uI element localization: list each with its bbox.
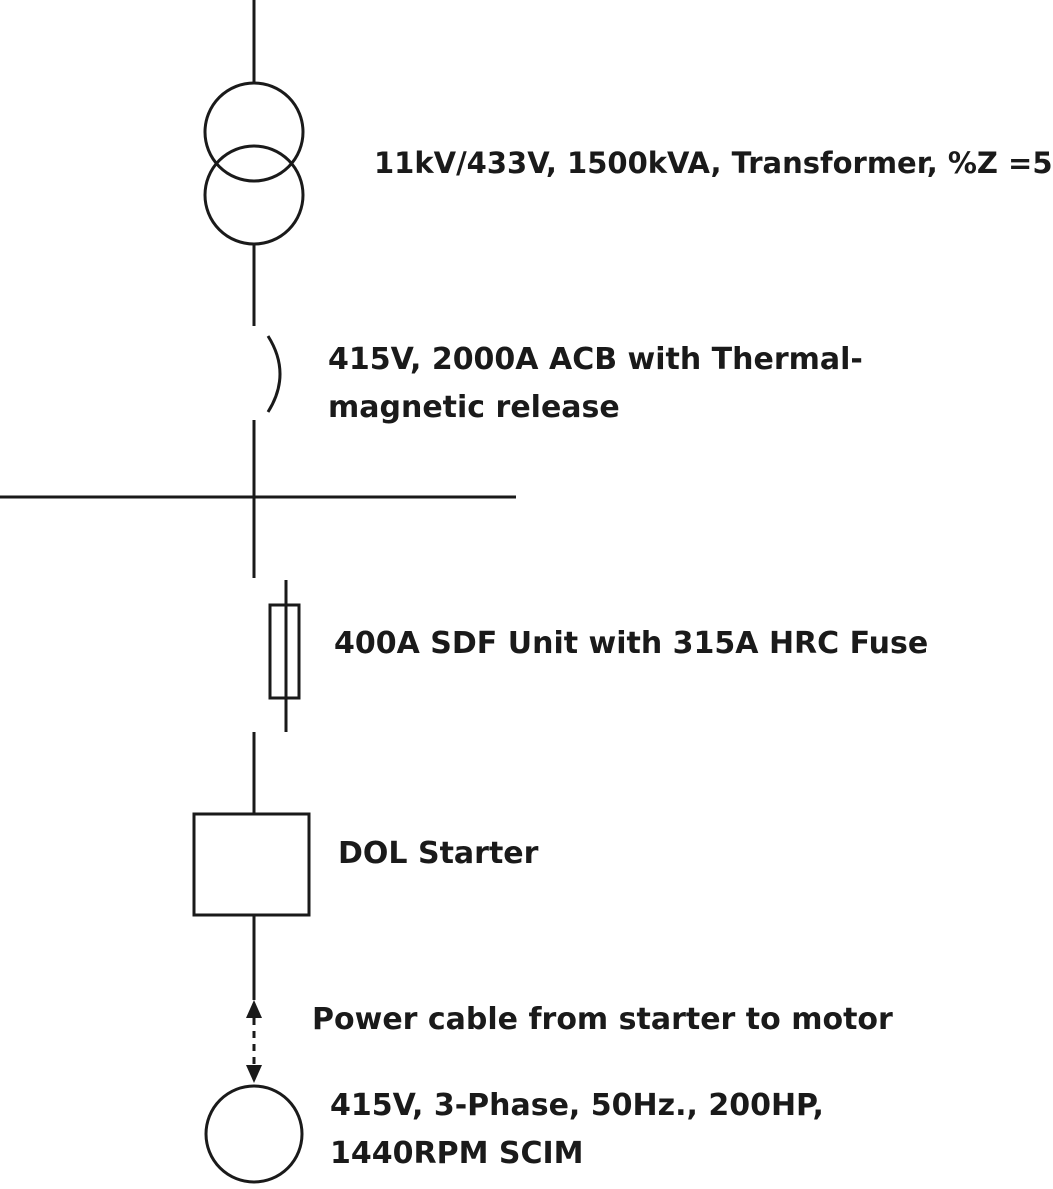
- transformer-secondary-winding: [203, 144, 305, 246]
- acb-label-line-2: magnetic release: [328, 390, 620, 425]
- starter-label: DOL Starter: [338, 836, 539, 871]
- transformer-label: 11kV/433V, 1500kVA, Transformer, %Z =5: [374, 146, 1053, 180]
- hrc-fuse-symbol: [268, 603, 301, 700]
- cable-arrow-up-icon: [246, 1000, 262, 1018]
- motor-symbol: [204, 1084, 304, 1184]
- motor-label-line-2: 1440RPM SCIM: [330, 1136, 584, 1171]
- cable-arrow-down-icon: [246, 1065, 262, 1083]
- cable-label: Power cable from starter to motor: [312, 1002, 893, 1037]
- acb-breaker-symbol: [266, 335, 282, 413]
- transformer-primary-winding: [203, 81, 305, 183]
- acb-label-line-1: 415V, 2000A ACB with Thermal-: [328, 342, 863, 377]
- motor-label: 415V, 3-Phase, 50Hz., 200HP, 1440RPM SCI…: [330, 1082, 824, 1178]
- motor-label-line-1: 415V, 3-Phase, 50Hz., 200HP,: [330, 1088, 824, 1123]
- dol-starter-box: [192, 812, 311, 917]
- sdf-fuse-label: 400A SDF Unit with 315A HRC Fuse: [334, 626, 929, 661]
- acb-label: 415V, 2000A ACB with Thermal- magnetic r…: [328, 336, 863, 425]
